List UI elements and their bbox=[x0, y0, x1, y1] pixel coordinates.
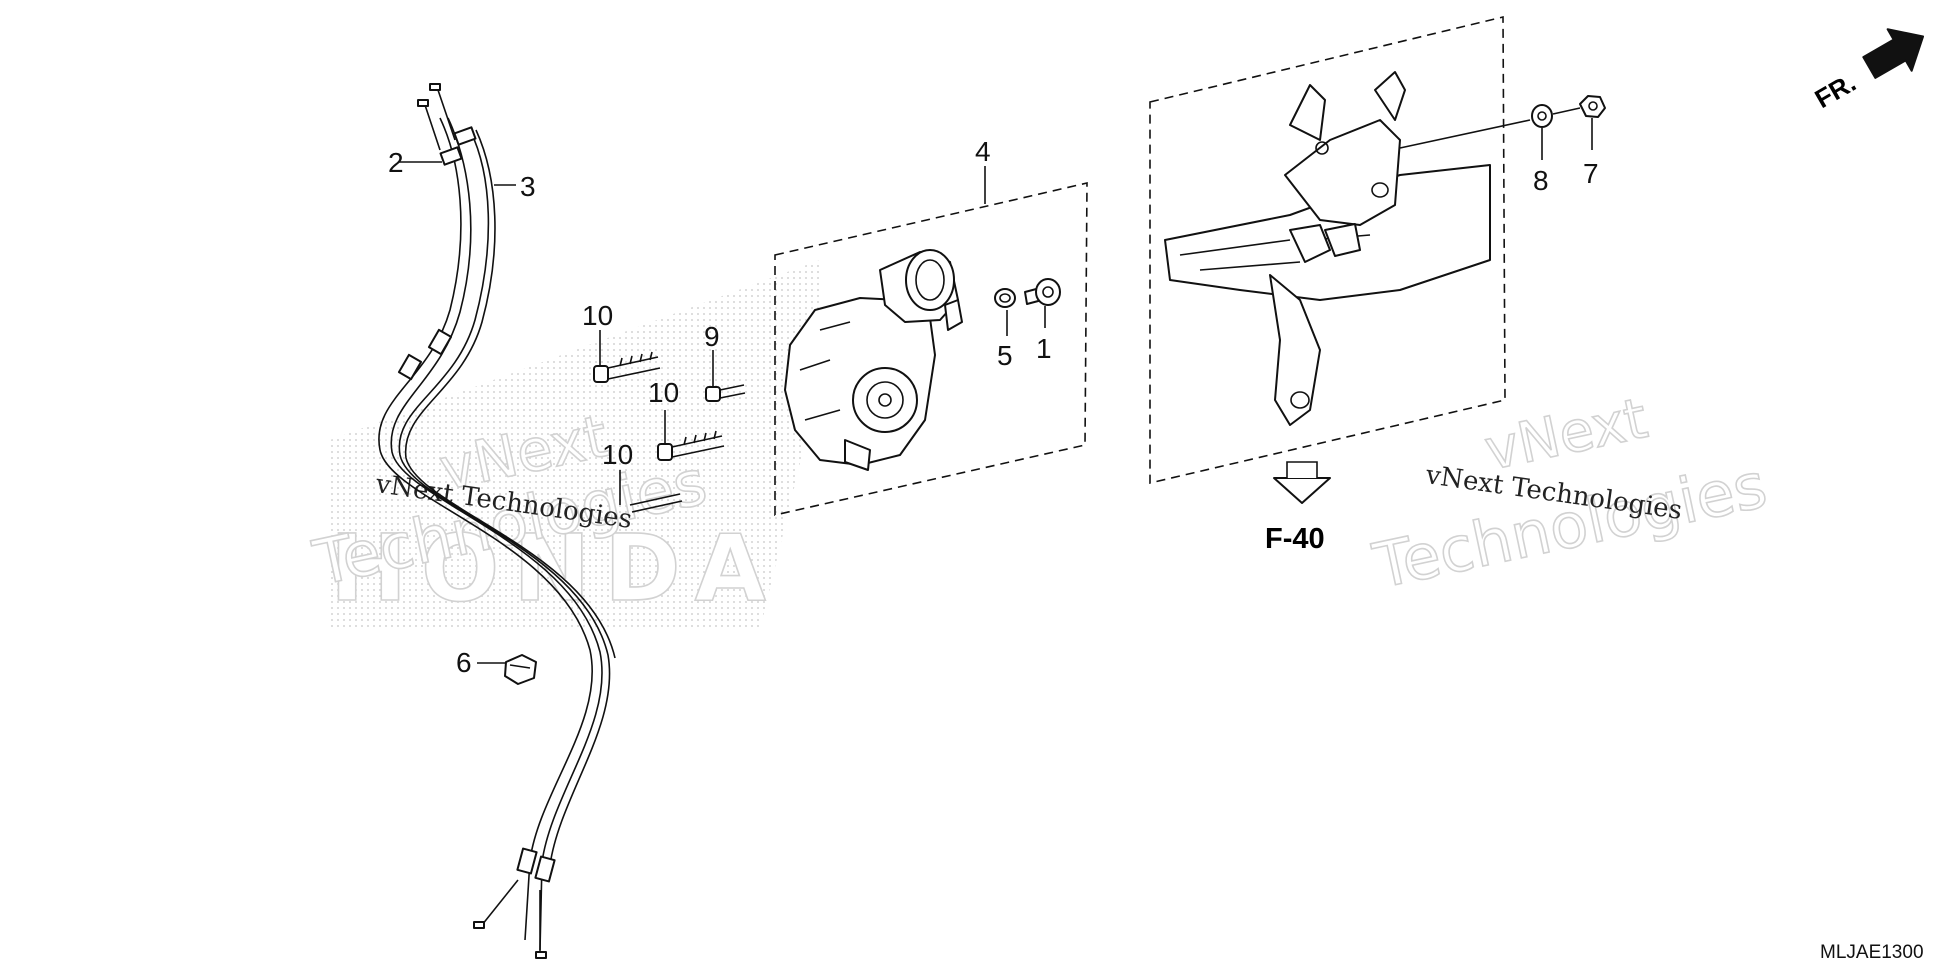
reference-label: F-40 bbox=[1265, 523, 1325, 555]
grommet-5 bbox=[994, 288, 1016, 308]
bolt-10-c bbox=[629, 493, 683, 513]
callout-8: 8 bbox=[1533, 165, 1549, 196]
bracket-assembly bbox=[1164, 71, 1491, 426]
callout-5: 5 bbox=[997, 340, 1013, 371]
throttle-body bbox=[784, 249, 963, 471]
group-box-bracket bbox=[1149, 15, 1506, 485]
bolt-10-b bbox=[657, 430, 725, 461]
leader-8-7 bbox=[1552, 107, 1581, 115]
callout-3: 3 bbox=[520, 171, 536, 202]
nut-7 bbox=[1579, 95, 1606, 118]
callout-10-a: 10 bbox=[582, 300, 613, 331]
callout-10-b: 10 bbox=[648, 377, 679, 408]
diagram-code: MLJAE1300 bbox=[1820, 942, 1924, 963]
leader-bracket-8 bbox=[1399, 119, 1531, 149]
front-label: FR. bbox=[1810, 67, 1861, 114]
callout-10-c: 10 bbox=[602, 439, 633, 470]
clip-part-6 bbox=[504, 654, 537, 685]
callout-7: 7 bbox=[1583, 158, 1599, 189]
callout-2: 2 bbox=[388, 147, 404, 178]
screw-1 bbox=[1024, 278, 1061, 306]
throttle-cables bbox=[378, 83, 616, 959]
watermark-right-big-1: vNext bbox=[1479, 386, 1653, 484]
front-indicator: FR. bbox=[1810, 28, 1925, 114]
callout-1: 1 bbox=[1036, 333, 1052, 364]
callout-6: 6 bbox=[456, 647, 472, 678]
bolt-10-a bbox=[593, 351, 661, 383]
callout-9: 9 bbox=[704, 321, 720, 352]
reference-arrow bbox=[1273, 477, 1331, 504]
watermark-left: HONDA Technologies vNext vNext Technolog… bbox=[306, 260, 820, 630]
callout-4: 4 bbox=[975, 136, 991, 167]
group-box-4 bbox=[774, 181, 1088, 517]
washer-8 bbox=[1531, 104, 1553, 128]
